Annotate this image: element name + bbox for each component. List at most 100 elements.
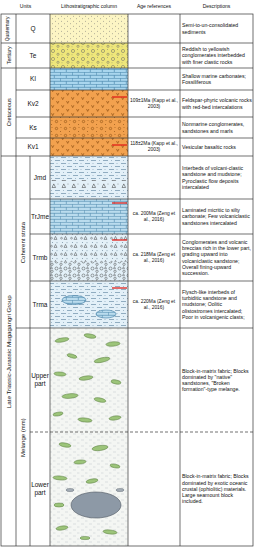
unit-code: Upper part	[30, 372, 50, 388]
unit-row: TrJme ca. 200Ma (Zeng et al., 2016)Lamina…	[30, 199, 253, 234]
age-sample-marks	[112, 97, 127, 288]
unit-row: Trmaca. 220Ma (Zeng et al., 2016)Flysch-…	[30, 281, 253, 328]
block-lens	[109, 415, 121, 421]
period-rule	[1, 43, 253, 156]
unit-row: Upper part Block-in-matrix fabric; Blocks…	[30, 328, 253, 432]
unit-code: Te	[16, 52, 50, 60]
column-header: Units	[1, 4, 50, 10]
unit-code: Ks	[16, 124, 50, 132]
unit-description: Vesicular basaltic rocks	[182, 144, 252, 150]
block-lens	[111, 379, 122, 385]
unit-row: Kl Shallow marine carbonates; Fossilifero…	[16, 68, 253, 90]
lithology-melange	[50, 328, 128, 546]
block-lens	[80, 536, 90, 539]
lithology-kl	[50, 68, 128, 90]
block-lens	[62, 393, 78, 399]
block-lens	[55, 337, 69, 343]
age-reference: ca. 220Ma (Zeng et al., 2016)	[129, 299, 179, 311]
olistostrome-lens	[96, 310, 116, 318]
unit-row: JmdInterbeds of volcani-clastic sandston…	[30, 156, 253, 199]
column-header: Age references	[128, 4, 180, 10]
unit-description: Reddish to yellowish conglomerates inter…	[182, 46, 252, 65]
unit-code: Lower part	[30, 481, 50, 497]
block-lens	[92, 444, 109, 451]
unit-code: Trmb	[30, 254, 50, 262]
unit-code: Kv2	[16, 100, 50, 108]
unit-band: Kl Shallow marine carbonates; Fossilifero…	[1, 68, 253, 156]
lithology-jmd-pyroclastic	[50, 180, 128, 189]
block-lens	[94, 356, 111, 364]
unit-code: TrJme	[30, 213, 50, 221]
unit-label: Quaternary	[5, 16, 11, 41]
block-lens	[84, 333, 97, 339]
block-lens	[94, 397, 107, 403]
block-lens	[78, 417, 92, 422]
lithology-kv2	[50, 90, 128, 117]
unit-row: Kv1 118±2Ma (Kapp et al., 2003)Vesicular …	[16, 138, 253, 156]
age-mark	[112, 202, 127, 203]
block-lens	[53, 411, 63, 416]
unit-band: JmdInterbeds of volcani-clastic sandston…	[1, 156, 253, 546]
block-lens	[86, 478, 99, 484]
unit-description: Conglomerates and volcanic breccias rich…	[182, 239, 252, 276]
unit-code: Kv1	[16, 143, 50, 151]
unit-label: Cretaceous	[5, 98, 12, 126]
unit-rule	[16, 90, 253, 138]
block-lens	[59, 442, 72, 448]
unit-band: Upper part Block-in-matrix fabric; Blocks…	[16, 328, 253, 546]
block-lens	[110, 463, 120, 468]
lithology-trjme	[50, 199, 128, 234]
unit-description: Shallow marine carbonates; Fossiliferous	[182, 73, 252, 85]
unit-code: Trma	[30, 301, 50, 309]
block-lens	[106, 341, 120, 347]
block-lens	[67, 353, 78, 359]
unit-description: Feldspar-phyric volcanic rocks with red-…	[182, 97, 252, 109]
column-header: Descriptions	[180, 4, 253, 10]
unit-description: Block-in-matrix fabric; Blocks dominated…	[182, 368, 252, 393]
unit-band: JmdInterbeds of volcani-clastic sandston…	[16, 156, 253, 328]
table-grid	[1, 14, 253, 546]
lithology-column	[50, 14, 128, 546]
unit-row: Lower partBlock-in-matrix fabric; Blocks…	[30, 432, 253, 546]
unit-row: Kv2 109±1Ma (Kapp et al., 2003)Feldspar-p…	[16, 90, 253, 117]
age-reference: ca. 200Ma (Zeng et al., 2016)	[129, 211, 179, 223]
unit-label: Coherent strata	[20, 221, 27, 262]
unit-band: Q Semi-to-un-consolidated sediments Quater…	[1, 14, 253, 43]
lithology-ks	[50, 117, 128, 138]
lithology-q	[50, 14, 128, 43]
lithology-kv1	[50, 138, 128, 156]
age-reference: 109±1Ma (Kapp et al., 2003)	[129, 98, 179, 110]
unit-rule	[16, 199, 253, 328]
block-lens	[79, 375, 93, 381]
age-mark	[112, 287, 127, 288]
unit-description: Laminated micritic to silty carbonate; F…	[182, 207, 252, 226]
unit-band: Te Reddish to yellowish conglomerates int…	[1, 43, 253, 68]
part-rule	[30, 432, 253, 433]
lithology-te	[50, 43, 128, 68]
seamount-block	[71, 492, 121, 518]
block-lens	[53, 475, 67, 480]
age-mark	[112, 144, 127, 145]
lithology-trmb-conglomerate	[50, 262, 128, 281]
unit-code: Kl	[16, 75, 50, 83]
block-lens	[56, 525, 68, 531]
block-lens	[54, 503, 64, 507]
unit-row: KsNonmarine conglomerates, sandstones an…	[16, 117, 253, 138]
unit-description: Interbeds of volcani-clastic sandstone a…	[182, 165, 252, 190]
unit-label: Melange (mm)	[19, 418, 26, 457]
block-lens	[74, 459, 86, 464]
age-mark	[112, 239, 127, 240]
oceanic-block	[66, 488, 74, 491]
unit-row: Te Reddish to yellowish conglomerates int…	[16, 43, 253, 68]
sandstone-blocks	[53, 333, 122, 540]
column-header: Lithostratigraphic column	[50, 4, 128, 10]
unit-row: Trmbca. 218Ma (Zeng et al., 2016)Conglom…	[30, 234, 253, 281]
block-lens	[54, 371, 66, 376]
age-reference: 118±2Ma (Kapp et al., 2003)	[129, 141, 179, 153]
lithology-trmb	[50, 234, 128, 262]
unit-description: Semi-to-un-consolidated sediments	[182, 22, 252, 34]
unit-code: Q	[16, 25, 50, 33]
